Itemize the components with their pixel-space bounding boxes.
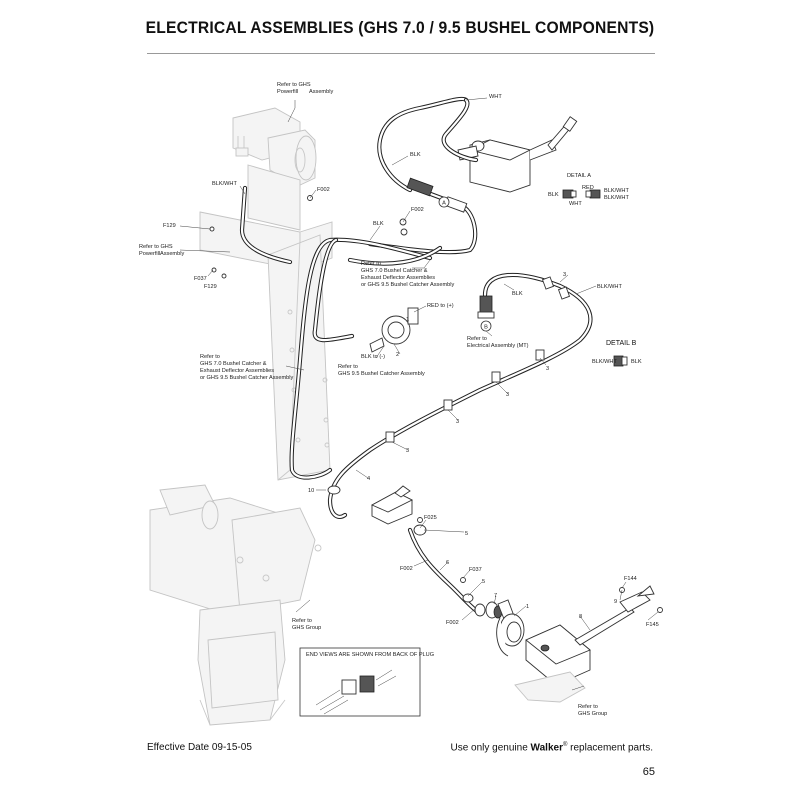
page-title: ELECTRICAL ASSEMBLIES (GHS 7.0 / 9.5 BUS… [145, 18, 655, 37]
label-f144: F144 [624, 576, 637, 582]
label-refer-catcher-b1: Refer to [200, 354, 220, 360]
label-blk-minus: BLK to (-) [361, 354, 385, 360]
label-f002-b: F002 [411, 207, 424, 213]
detail-b-connector [613, 355, 628, 367]
powerfill-assembly-ghost [232, 107, 317, 187]
label-num-8: 8 [579, 614, 582, 620]
harness-clips [327, 276, 571, 495]
leader-lines [179, 97, 659, 691]
label-f002-c: F002 [400, 566, 413, 572]
switch-assembly [460, 577, 525, 657]
label-end-views: END VIEWS ARE SHOWN FROM BACK OF PLUG [306, 652, 434, 658]
replacement-note-post: replacement parts. [567, 742, 653, 754]
label-f002-d: F002 [446, 620, 459, 626]
label-refer-catcher-c1: Refer to [338, 364, 358, 370]
diagram-labels: Refer to GHS Powerfill Assembly WHT BLK … [139, 82, 659, 717]
label-detail-a-blk-wht-2: BLK/WHT [604, 195, 629, 201]
title-rule [147, 53, 655, 54]
label-refer-electrical-1: Refer to [467, 336, 487, 342]
label-refer-catcher-c2: GHS 9.5 Bushel Catcher Assembly [338, 371, 425, 377]
label-refer-powerfill-1: Refer to GHS [277, 82, 311, 88]
label-detail-b-blk-wht: BLK/WHT [592, 359, 617, 365]
label-refer-powerfill-3: Assembly [309, 89, 333, 95]
label-f025: F025 [424, 515, 437, 521]
label-refer-powerfill-b3: Assembly [160, 251, 184, 257]
label-blk-wht-left: BLK/WHT [212, 181, 237, 187]
label-ghs-group-b2: GHS Group [578, 711, 607, 717]
label-wht-top: WHT [489, 94, 502, 100]
label-num-6: 6 [446, 560, 449, 566]
label-num-3e: 3 [406, 448, 409, 454]
label-detail-a-blk-wht-1: BLK/WHT [604, 188, 629, 194]
trademark-symbol: ® [562, 742, 568, 748]
label-f145: F145 [646, 622, 659, 628]
label-detail-a: DETAIL A [567, 173, 591, 179]
label-blk-catcher: BLK [512, 291, 523, 297]
label-num-3c: 3 [506, 392, 509, 398]
label-num-1b: 1 [526, 604, 529, 610]
brand-name: Walker [530, 742, 563, 754]
label-refer-powerfill-b2: Powerfill [139, 251, 160, 257]
label-refer-catcher-b2: GHS 7.0 Bushel Catcher & [200, 361, 267, 367]
ghs-group-ghost [149, 484, 322, 726]
label-refer-catcher-3: Exhaust Deflector Assemblies [361, 275, 435, 281]
bracket-ghost-lower-right [514, 671, 586, 703]
label-f129-a: F129 [163, 223, 176, 229]
main-harness [239, 96, 479, 480]
label-detail-a-blk: BLK [548, 192, 559, 198]
label-ghs-group-b1: Refer to [578, 704, 598, 710]
label-f037-b: F037 [469, 567, 482, 573]
control-module [457, 116, 578, 193]
callout-circles [438, 196, 492, 332]
label-num-3a: 3 [563, 272, 566, 278]
label-num-2: 2 [396, 352, 399, 358]
circuit-breaker [369, 307, 419, 353]
effective-date: Effective Date 09-15-05 [147, 742, 252, 753]
label-num-3b: 3 [546, 366, 549, 372]
page-number: 65 [642, 766, 655, 778]
alarm-module [370, 485, 427, 536]
label-blk-wht-catcher: BLK/WHT [597, 284, 622, 290]
label-num-5a: 5 [465, 531, 468, 537]
label-refer-catcher-2: GHS 7.0 Bushel Catcher & [361, 268, 428, 274]
label-detail-b: DETAIL B [606, 340, 637, 347]
label-blk-mid: BLK [373, 221, 384, 227]
label-num-10: 10 [308, 488, 314, 494]
label-f037-a: F037 [194, 276, 207, 282]
label-ghs-group-a1: Refer to [292, 618, 312, 624]
label-blk-top: BLK [410, 152, 421, 158]
mounting-bracket-ghost [199, 164, 333, 481]
label-num-1a: 1 [406, 317, 409, 323]
harness-connectors [209, 177, 495, 319]
end-views-box [299, 647, 421, 717]
label-circle-a: A [442, 201, 446, 207]
label-num-4: 4 [367, 476, 370, 482]
label-refer-catcher-4: or GHS 9.5 Bushel Catcher Assembly [361, 282, 454, 288]
detail-a-connectors [562, 189, 601, 199]
replacement-note: Use only genuine Walker® replacement par… [450, 742, 653, 753]
label-red-plus: RED to (+) [427, 303, 454, 309]
label-num-5b: 5 [482, 579, 485, 585]
label-refer-catcher-b4: or GHS 9.5 Bushel Catcher Assembly [200, 375, 293, 381]
label-num-3d: 3 [456, 419, 459, 425]
label-num-9: 9 [614, 599, 617, 605]
label-refer-catcher-1: Refer to [361, 261, 381, 267]
label-refer-powerfill-2: Powerfill [277, 89, 298, 95]
label-circle-b: B [484, 325, 488, 331]
label-f002-a: F002 [317, 187, 330, 193]
label-num-7: 7 [494, 593, 497, 599]
label-refer-electrical-2: Electrical Assembly (MT) [467, 343, 529, 349]
switch-harness [407, 527, 481, 615]
label-refer-powerfill-b1: Refer to GHS [139, 244, 173, 250]
pressure-switch [525, 585, 663, 686]
label-detail-b-blk: BLK [631, 359, 642, 365]
label-ghs-group-a2: GHS Group [292, 625, 321, 631]
label-detail-a-wht: WHT [569, 201, 582, 207]
label-detail-a-red: RED [582, 185, 594, 191]
label-f129-b: F129 [204, 284, 217, 290]
label-refer-catcher-b3: Exhaust Deflector Assemblies [200, 368, 274, 374]
replacement-note-pre: Use only genuine [450, 742, 531, 754]
